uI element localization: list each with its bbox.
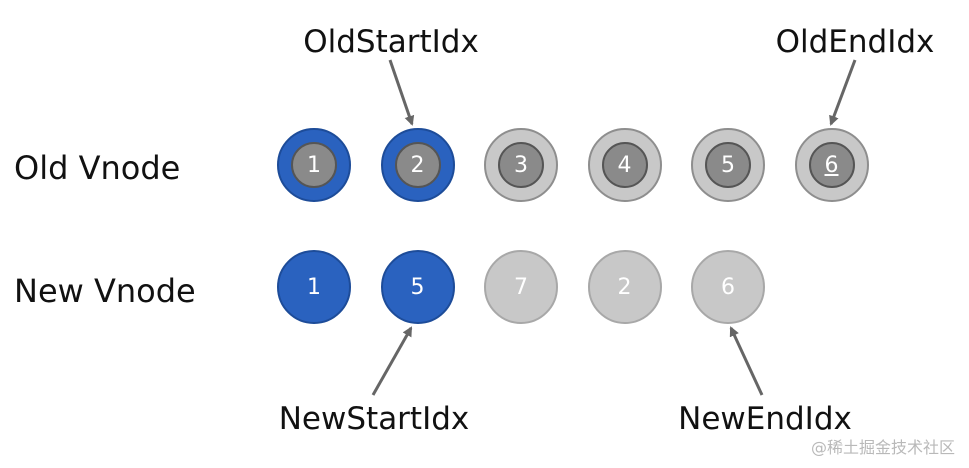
new-vnode-4: 2: [587, 250, 662, 324]
old-vnode-value: 2: [410, 152, 425, 178]
old-vnode-5: 5: [691, 128, 765, 202]
new-end-arrow: [729, 326, 764, 396]
old-vnode-4: 4: [587, 128, 662, 202]
new-vnode-1: 1: [277, 250, 351, 324]
old-end-idx-label: OldEndIdx: [775, 24, 935, 60]
old-vnode-1: 1: [277, 128, 351, 202]
old-vnode-value: 4: [617, 152, 632, 178]
old-vnode-value: 5: [721, 152, 735, 178]
new-vnode-value: 1: [307, 274, 321, 300]
new-vnode-label: New Vnode: [14, 272, 196, 310]
old-vnode-inner: 1: [291, 142, 337, 188]
old-vnode-value: 3: [514, 152, 528, 178]
old-vnode-inner: 4: [601, 142, 648, 188]
old-start-idx-label: OldStartIdx: [303, 24, 479, 60]
old-vnode-2: 2: [380, 128, 455, 202]
new-vnode-2: 5: [380, 250, 455, 324]
new-vnode-5: 6: [691, 250, 765, 324]
old-vnode-inner: 2: [394, 142, 441, 188]
new-vnode-value: 5: [410, 274, 425, 300]
old-vnode-label: Old Vnode: [14, 149, 181, 187]
new-vnode-value: 6: [721, 274, 735, 300]
new-start-idx-label: NewStartIdx: [278, 401, 470, 437]
new-vnode-value: 7: [514, 274, 528, 300]
old-vnode-6: 6: [794, 128, 869, 202]
new-end-idx-label: NewEndIdx: [678, 401, 852, 437]
old-end-arrow: [829, 59, 857, 126]
old-start-arrow: [388, 59, 415, 126]
old-vnode-inner: 5: [705, 142, 751, 188]
old-vnode-3: 3: [484, 128, 558, 202]
watermark: @稀土掘金技术社区: [810, 438, 955, 457]
old-vnode-value: 6: [824, 152, 839, 178]
old-vnode-inner: 6: [808, 142, 855, 188]
old-vnode-inner: 3: [498, 142, 544, 188]
new-start-arrow: [371, 326, 413, 396]
new-vnode-3: 7: [484, 250, 558, 324]
old-vnode-value: 1: [307, 152, 321, 178]
new-vnode-value: 2: [617, 274, 632, 300]
